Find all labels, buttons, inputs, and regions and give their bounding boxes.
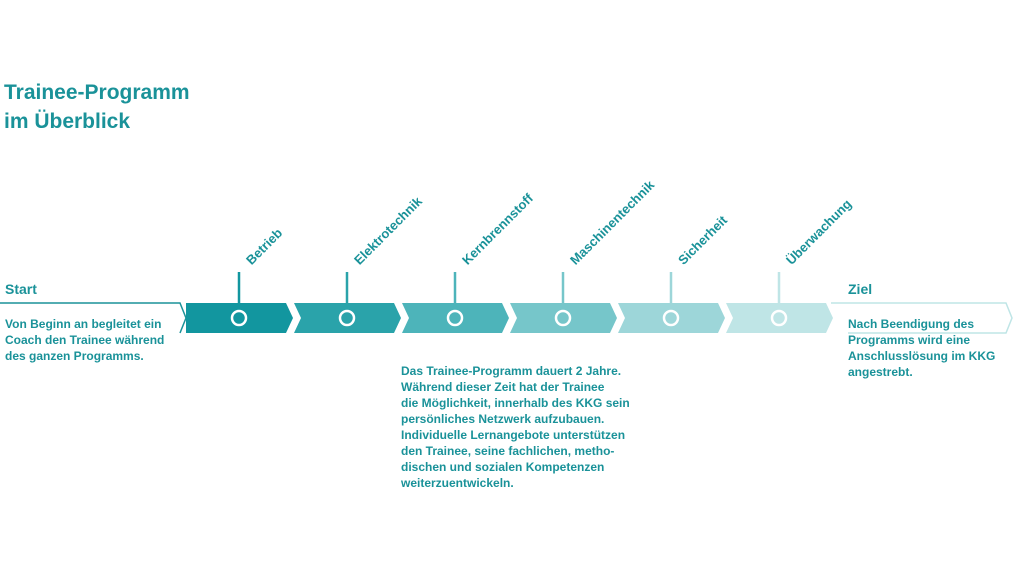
start-text-line: Von Beginn an begleitet ein: [5, 317, 162, 331]
goal-text-line: Nach Beendigung des: [848, 317, 975, 331]
page-title: Trainee-Programm im Überblick: [4, 78, 190, 136]
goal-description: Nach Beendigung des Programms wird eine …: [848, 316, 995, 380]
phase-marker: [230, 309, 248, 327]
phase-marker: [338, 309, 356, 327]
description-line: Das Trainee-Programm dauert 2 Jahre.: [401, 364, 622, 378]
goal-text-line: Anschlusslösung im KKG: [848, 349, 996, 363]
goal-arrow-outline: [831, 302, 1013, 334]
description-line: Während dieser Zeit hat der Trainee: [401, 380, 605, 394]
title-line-1: Trainee-Programm: [4, 81, 190, 104]
description-line: die Möglichkeit, innerhalb des KKG sein: [401, 396, 630, 410]
phase-marker: [554, 309, 572, 327]
description-line: Individuelle Lernangebote unterstützen: [401, 428, 626, 442]
goal-label: Ziel: [848, 281, 873, 297]
start-arrow-outline: [0, 302, 187, 334]
description-line: persönliches Netzwerk aufzubauen.: [401, 412, 605, 426]
goal-text-line: Programms wird eine: [848, 333, 971, 347]
description-line: weiterzuentwickeln.: [401, 476, 514, 490]
start-text-line: Coach den Trainee während: [5, 333, 165, 347]
description-line: dischen und sozialen Kompetenzen: [401, 460, 605, 474]
start-description: Von Beginn an begleitet ein Coach den Tr…: [5, 316, 164, 364]
description-line: den Trainee, seine fachlichen, metho-: [401, 444, 615, 458]
program-description: Das Trainee-Programm dauert 2 Jahre. Wäh…: [401, 363, 630, 491]
phase-marker: [770, 309, 788, 327]
title-line-2: im Überblick: [4, 110, 131, 133]
start-text-line: des ganzen Programms.: [5, 349, 144, 363]
start-label: Start: [5, 281, 37, 297]
phase-marker: [662, 309, 680, 327]
goal-text-line: angestrebt.: [848, 365, 913, 379]
phase-marker: [446, 309, 464, 327]
